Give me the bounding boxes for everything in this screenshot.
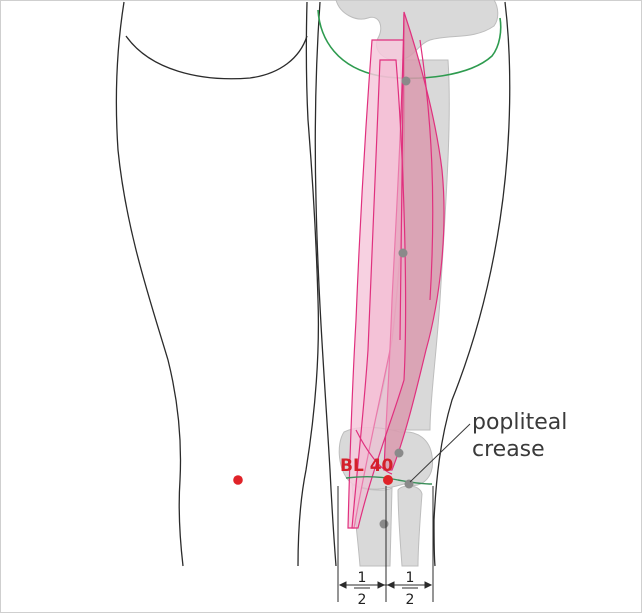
right-frac-denominator: 2	[406, 592, 415, 608]
arrow-head-left-in	[377, 581, 386, 589]
crease-leader-line	[409, 423, 471, 483]
landmark-point-mid-thigh	[398, 248, 408, 258]
right-frac-numerator: 1	[406, 570, 415, 586]
landmark-point-tibia	[379, 519, 389, 529]
left-frac-denominator: 2	[358, 592, 367, 608]
arrow-head-right-in	[386, 581, 395, 589]
bl40-label: BL 40	[340, 456, 394, 476]
right-leg-outline	[314, 1, 511, 567]
left-leg-outline	[115, 1, 320, 567]
arrow-head-left-out	[338, 581, 347, 589]
landmark-point-knee-lateral	[404, 479, 414, 489]
acupoint-left-leg	[233, 475, 243, 485]
acupoint-bl40	[383, 475, 393, 485]
crease-label-line1: popliteal	[472, 410, 567, 435]
crease-label-line2: crease	[472, 437, 545, 462]
hamstring-muscles	[347, 11, 445, 529]
popliteal-crease-line	[345, 475, 433, 485]
measurement-guide	[337, 486, 434, 602]
landmark-point-ischial	[401, 76, 411, 86]
left-frac-numerator: 1	[358, 570, 367, 586]
arrow-head-right-out	[424, 581, 433, 589]
landmark-point-knee-upper	[394, 448, 404, 458]
muscle-tendon-lines	[355, 13, 434, 475]
fibula-bone	[397, 485, 423, 567]
gluteal-fold-line	[317, 9, 502, 79]
